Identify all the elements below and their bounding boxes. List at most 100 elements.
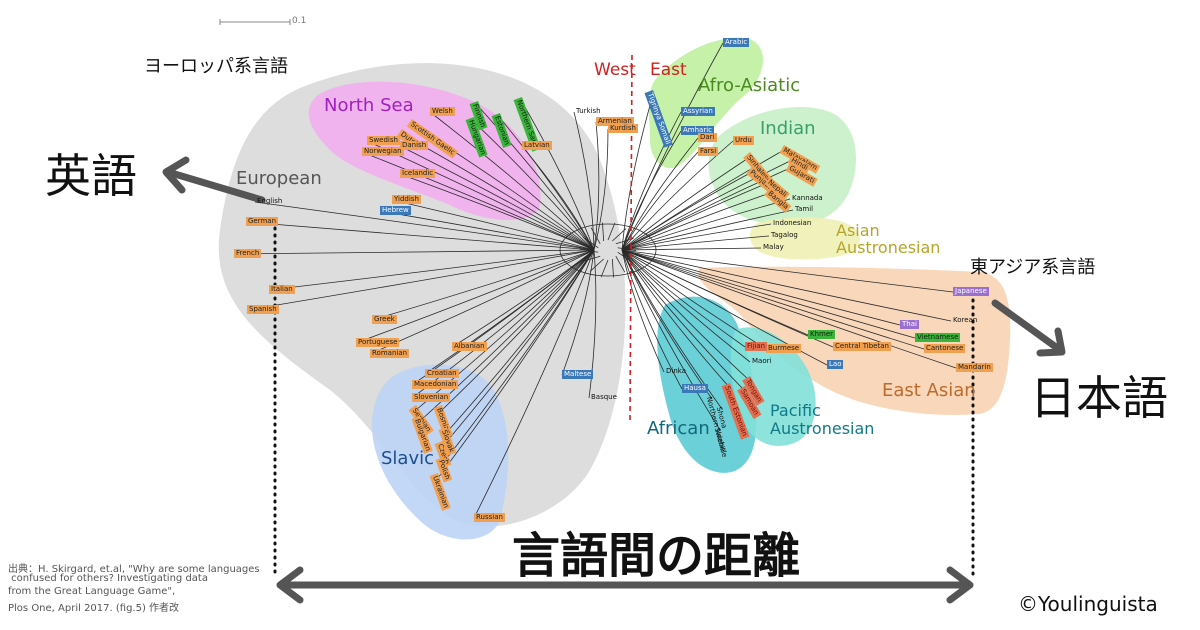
- japanese-pointer-arrow: [991, 299, 1064, 354]
- hub-ring: [559, 223, 657, 277]
- language-label: Burmese: [766, 344, 802, 353]
- language-label: Thai: [900, 320, 919, 329]
- edge: [443, 249, 595, 463]
- language-label: Italian: [269, 285, 295, 294]
- edge: [379, 210, 595, 251]
- group-regions: [218, 37, 1011, 540]
- edge: [399, 173, 595, 251]
- language-label: Kurdish: [608, 124, 638, 133]
- hub-edge: [590, 227, 601, 244]
- group-label-pacific-austronesian: Pacific Austronesian: [770, 401, 875, 438]
- language-label: Danish: [400, 141, 429, 150]
- language-label: Malay: [763, 243, 784, 251]
- hub-edge: [602, 222, 605, 242]
- language-label: Central Tibetan: [833, 342, 891, 351]
- language-label: Latvian: [522, 141, 552, 150]
- language-label: Lao: [827, 360, 844, 369]
- language-label: Hebrew: [380, 206, 411, 215]
- arrow-head-left: [276, 566, 304, 604]
- hub-edge: [607, 222, 616, 241]
- language-label: German: [246, 217, 279, 226]
- source-citation-line: Plos One, April 2017. (fig.5) 作者改: [8, 603, 180, 614]
- source-citation-line: 出典：H. Skirgard, et.al, "Why are some lan…: [8, 564, 260, 575]
- edge: [621, 249, 746, 392]
- edge: [621, 249, 751, 363]
- language-label: Croatian: [425, 369, 459, 378]
- hub-edge: [617, 251, 634, 264]
- language-label: Macedonian: [412, 380, 459, 389]
- hub-edge: [612, 228, 627, 242]
- edge: [441, 249, 595, 411]
- edge: [621, 249, 957, 369]
- edge: [621, 249, 731, 389]
- language-label: Norwegian: [362, 147, 404, 156]
- language-label: Icelandic: [400, 169, 436, 178]
- edge: [429, 111, 595, 251]
- source-citation-line: confused for others? Investigating data: [8, 573, 208, 584]
- group-label-afro-asiatic: Afro-Asiatic: [698, 75, 801, 96]
- hub-edge: [611, 258, 614, 278]
- language-label: Amharic: [681, 126, 715, 135]
- edge: [254, 201, 595, 251]
- edge: [621, 181, 771, 251]
- divider-label-east: East: [650, 60, 687, 80]
- language-label: Farsi: [698, 147, 719, 156]
- language-label: French: [234, 249, 262, 258]
- edge: [621, 249, 901, 326]
- language-label: Spanish: [247, 305, 279, 314]
- eastasia-family-label: 東アジア系言語: [970, 257, 1096, 278]
- edge: [369, 249, 595, 355]
- edge: [621, 209, 794, 251]
- edge: [371, 249, 595, 321]
- edge: [621, 249, 746, 348]
- edge: [573, 111, 595, 251]
- hub-edge: [617, 247, 637, 252]
- edge: [361, 151, 595, 251]
- edge: [233, 249, 595, 255]
- arrow-head-japanese: [1036, 327, 1066, 357]
- edge: [621, 130, 682, 251]
- group-label-asian-austronesian: Asian Austronesian: [836, 221, 941, 257]
- edge: [521, 101, 595, 251]
- group-label-slavic: Slavic: [381, 448, 435, 469]
- edge: [442, 249, 595, 447]
- english-pointer-arrow: [164, 168, 266, 204]
- arrow-head-english: [162, 156, 190, 194]
- edge: [621, 156, 751, 251]
- language-label: Assyrian: [681, 107, 715, 116]
- language-label: Maori: [752, 357, 772, 365]
- edge: [245, 221, 595, 251]
- language-label: Greek: [372, 315, 397, 324]
- group-label-indian: Indian: [760, 118, 816, 139]
- distance-label: 言語間の距離: [512, 528, 801, 584]
- edge: [621, 192, 771, 251]
- language-label: Dari: [698, 133, 717, 142]
- language-label: Maltese: [562, 370, 594, 379]
- language-label: Vietnamese: [915, 333, 961, 342]
- edge: [621, 249, 954, 293]
- language-label: Indonesian: [773, 219, 812, 227]
- edge: [621, 249, 751, 382]
- edge: [401, 133, 595, 251]
- region-afro-asiatic: [648, 37, 764, 169]
- edge: [588, 249, 597, 399]
- language-label: Basque: [591, 393, 617, 401]
- language-label: Yiddish: [392, 195, 421, 204]
- edge: [499, 117, 595, 251]
- edge: [621, 149, 785, 251]
- edge: [593, 121, 600, 251]
- language-label: Tamil: [795, 205, 814, 213]
- edge: [621, 249, 665, 373]
- edge: [621, 249, 916, 339]
- edge: [621, 247, 762, 251]
- edge: [621, 249, 721, 431]
- scale-bar-label: 0.1: [292, 16, 307, 26]
- language-label: Tagalog: [771, 231, 798, 239]
- arrow-head-right: [946, 566, 974, 604]
- language-label: Korean: [953, 316, 978, 324]
- edge: [473, 121, 595, 251]
- english-jp-label: 英語: [45, 149, 137, 203]
- language-label: Dinka: [666, 367, 686, 375]
- edge: [399, 145, 595, 251]
